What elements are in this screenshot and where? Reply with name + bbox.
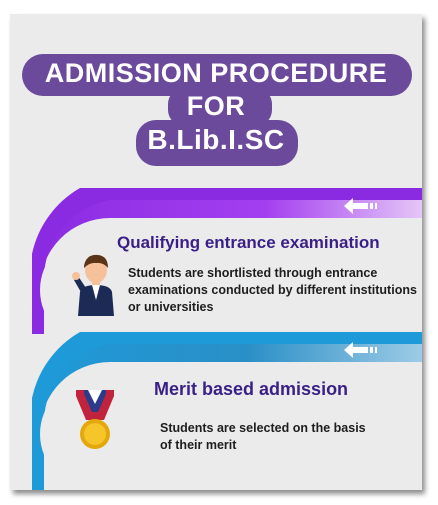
title-background [22, 54, 412, 166]
arrow-left-icon [344, 198, 377, 214]
step2-description: Students are selected on the basis of th… [160, 421, 366, 452]
medal-icon [76, 390, 114, 449]
steps-graphic [31, 188, 422, 490]
infographic-card: ADMISSION PROCEDURE FOR B.Lib.I.SC [10, 14, 422, 490]
page-title-line1: ADMISSION PROCEDURE [44, 58, 388, 88]
step1-description: Students are shortlisted through entranc… [128, 266, 417, 314]
step1-title: Qualifying entrance examination [117, 233, 380, 252]
page-title-line2: FOR [186, 91, 246, 121]
student-icon [72, 254, 114, 316]
step1-band [31, 188, 422, 334]
step2-title: Merit based admission [154, 379, 349, 399]
arrow-left-icon [344, 342, 377, 358]
step2-band [31, 332, 422, 490]
page-title-line3: B.Lib.I.SC [147, 124, 285, 155]
